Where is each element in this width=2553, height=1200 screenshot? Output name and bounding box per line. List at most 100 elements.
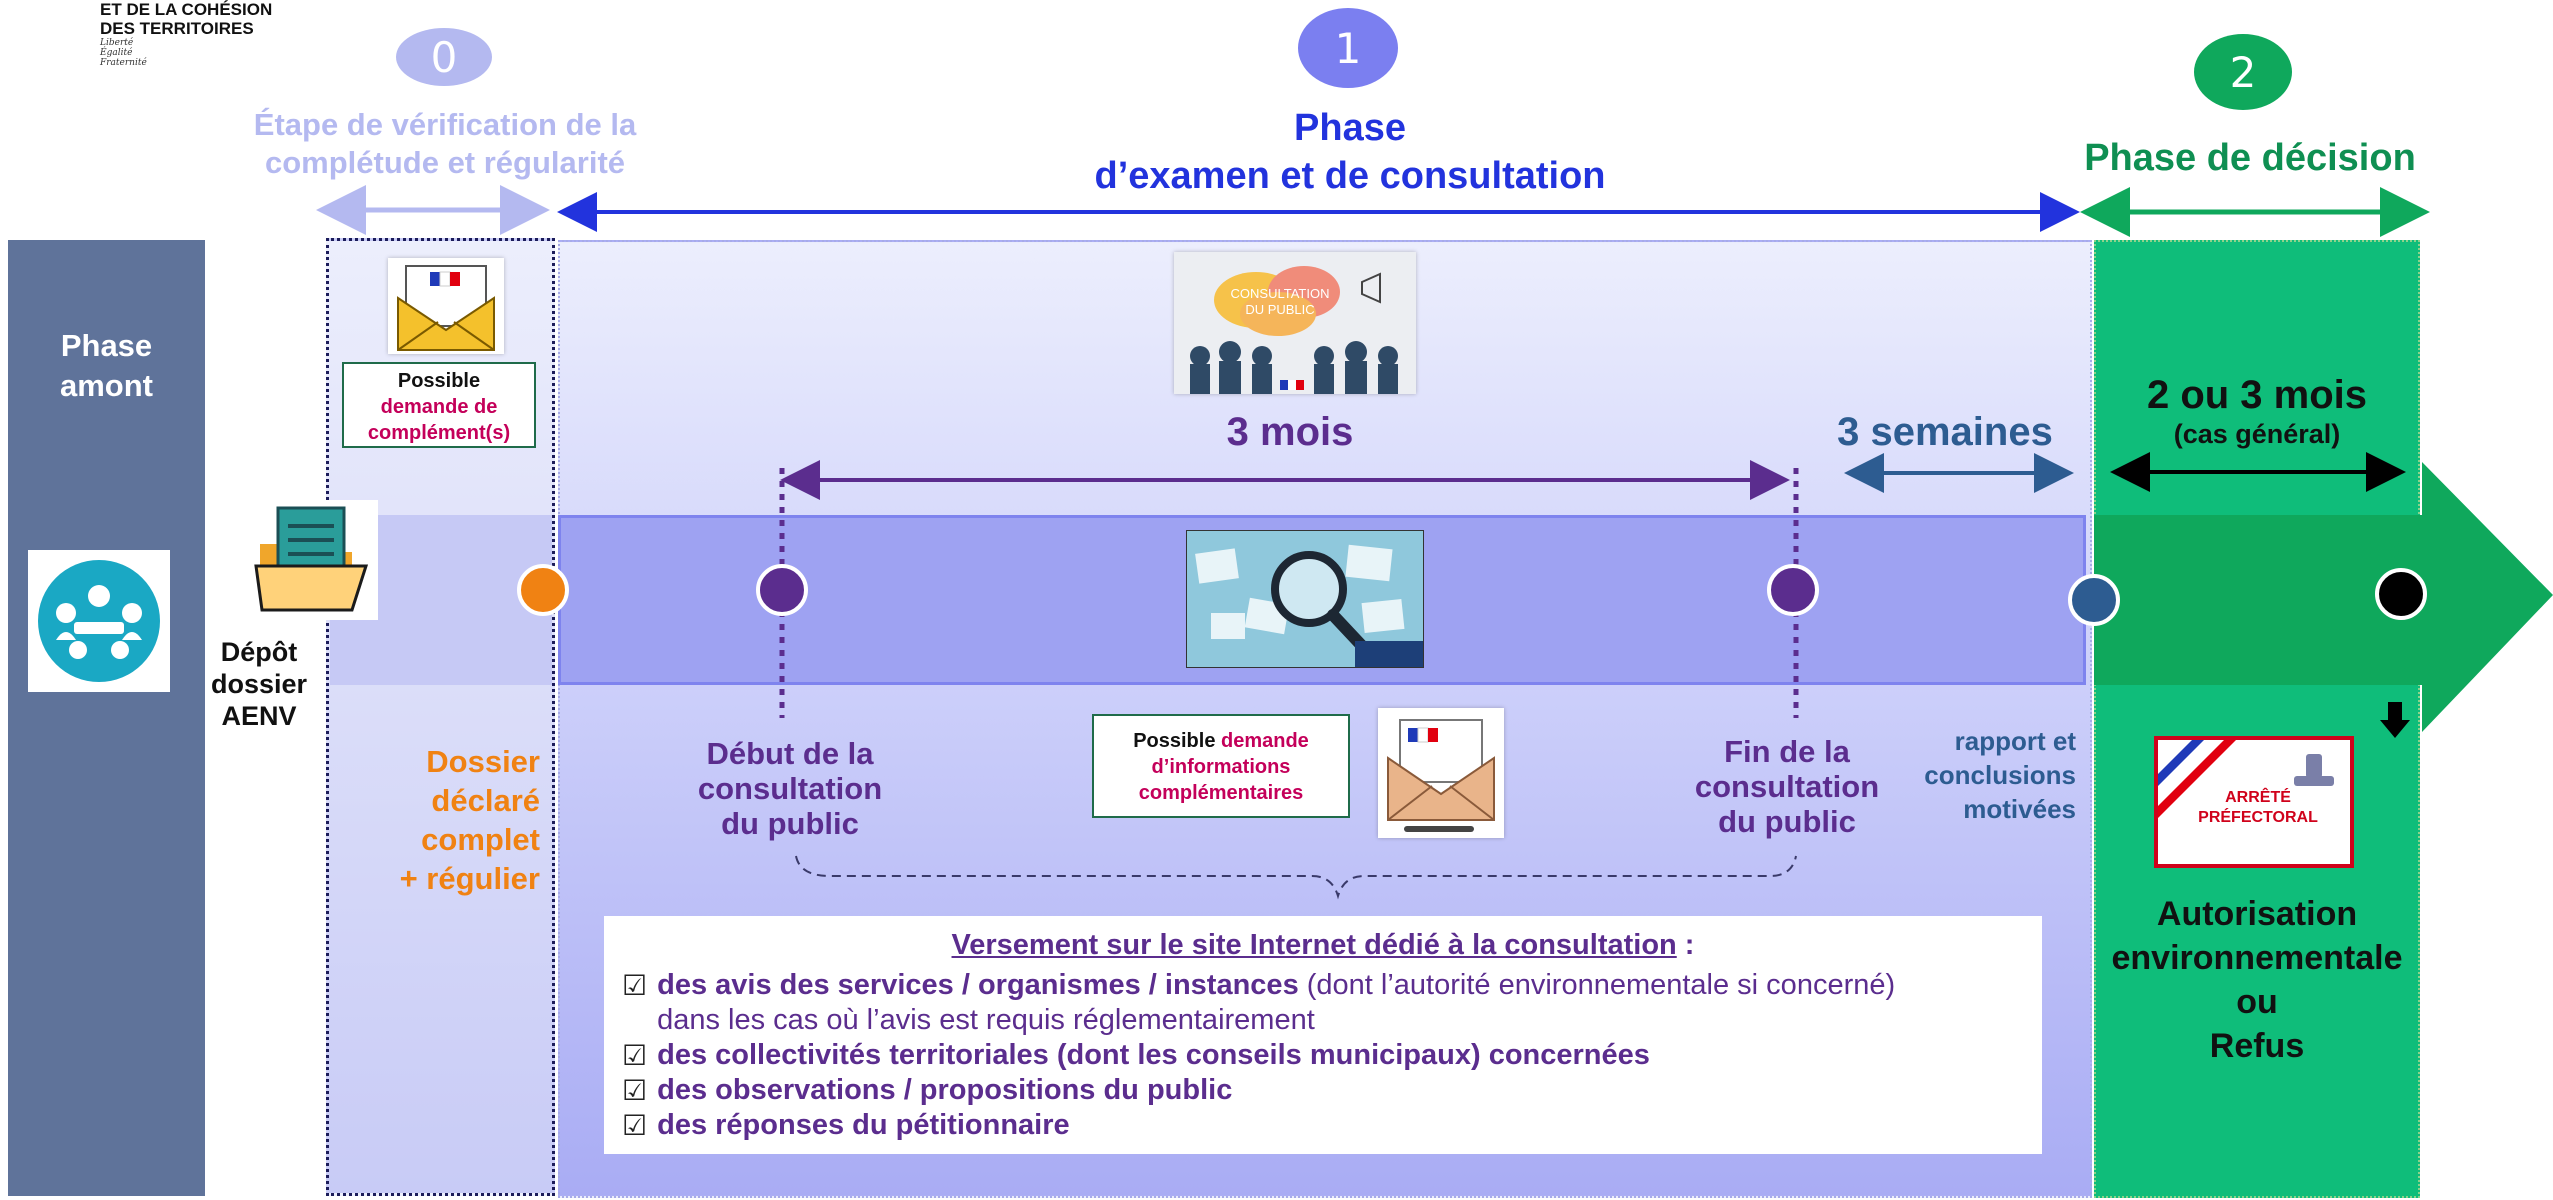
info-request-demand: demande [1221, 730, 1309, 752]
decision-dot [2375, 568, 2427, 620]
info-request-line3: complémentaires [1138, 782, 1304, 804]
info-request-envelope-icon [1378, 708, 1504, 838]
declared-complete-label: Dossier déclaré complet + régulier [360, 742, 540, 898]
report-label-line2: conclusions [1924, 760, 2076, 790]
publication-box: Versement sur le site Internet dédié à l… [604, 916, 2042, 1154]
step0-number-circle: 0 [396, 28, 492, 86]
decision-duration-line2: (cas général) [2173, 419, 2341, 449]
step1-label: Phase d’examen et de consultation [940, 104, 1760, 200]
motto-3: Fraternité [100, 58, 147, 68]
declared-line4: + régulier [399, 861, 540, 896]
meeting-icon [28, 550, 170, 692]
upstream-column [8, 240, 205, 1196]
publication-item-1: ☑ des avis des services / organismes / i… [622, 968, 2024, 1038]
complement-line1: Possible [397, 370, 481, 392]
info-request-line2: d’informations [1151, 756, 1291, 778]
step1-number-circle: 1 [1298, 8, 1398, 88]
motto-2: Égalité [100, 48, 133, 58]
prefectoral-decree-icon: ARRÊTÉ PRÉFECTORAL [2154, 736, 2354, 868]
publication-item-4-bold: des réponses du pétitionnaire [657, 1109, 1070, 1141]
examination-magnifier-picture [1186, 530, 1424, 668]
upstream-label-line2: amont [60, 368, 153, 403]
dashed-brace [795, 855, 1797, 900]
deposit-label-line1: Dépôt [220, 637, 298, 667]
start-consultation-dot [756, 564, 808, 616]
upstream-label: Phase amont [8, 326, 205, 406]
three-weeks-label: 3 semaines [1837, 410, 2053, 454]
checkbox-icon: ☑ [622, 969, 648, 1002]
complement-envelope-icon [388, 258, 504, 354]
end-consultation-label: Fin de la consultation du public [1652, 734, 1922, 839]
ministry-name-line2: DES TERRITOIRES [100, 19, 254, 38]
decree-line2: PRÉFECTORAL [2198, 809, 2318, 826]
checkbox-icon: ☑ [622, 1109, 648, 1142]
decision-line3: ou [2236, 983, 2278, 1021]
decision-outcome-label: Autorisation environnementale ou Refus [2094, 892, 2420, 1068]
report-dot [2068, 574, 2120, 626]
publication-title: Versement sur le site Internet dédié à l… [622, 926, 2024, 964]
step0-label-line1: Étape de vérification de la [253, 107, 637, 142]
step1-label-line1: Phase [1294, 107, 1406, 149]
info-request-box: Possible demande d’informations compléme… [1092, 714, 1350, 818]
deposit-label-line2: dossier [210, 669, 308, 699]
checkbox-icon: ☑ [622, 1039, 648, 1072]
decision-arrow [2094, 462, 2553, 732]
declared-line2: déclaré [431, 783, 540, 818]
publication-item-2: ☑ des collectivités territoriales (dont … [622, 1038, 2024, 1073]
end-label-line1: Fin de la [1724, 734, 1850, 769]
consultation-caption-line1: CONSULTATION [1230, 286, 1330, 301]
end-label-line2: consultation [1694, 769, 1880, 804]
publication-item-1-normal: (dont l’autorité environnementale si con… [1298, 969, 1896, 1001]
info-request-possible: Possible [1133, 730, 1221, 752]
complement-request-box: Possible demande de complément(s) [342, 362, 536, 448]
upstream-label-line1: Phase [60, 328, 153, 363]
step2-label: Phase de décision [2084, 137, 2416, 179]
public-consultation-picture: CONSULTATION DU PUBLIC [1174, 252, 1416, 394]
decision-duration-line1: 2 ou 3 mois [2146, 373, 2368, 417]
motto-1: Liberté [100, 38, 134, 48]
publication-item-1-line2: dans les cas où l’avis est requis réglem… [657, 1004, 1315, 1036]
declared-line1: Dossier [426, 744, 540, 779]
publication-item-3: ☑ des observations / propositions du pub… [622, 1073, 2024, 1108]
end-label-line3: du public [1718, 804, 1856, 839]
publication-item-1-text: des avis des services / organismes / ins… [657, 968, 1895, 1038]
report-label-line3: motivées [1963, 794, 2076, 824]
step0-label: Étape de vérification de la complétude e… [200, 106, 690, 182]
end-consultation-dot [1767, 564, 1819, 616]
publication-item-3-bold: des observations / propositions du publi… [657, 1074, 1233, 1106]
step0-label-line2: complétude et régularité [264, 145, 626, 180]
publication-item-4: ☑ des réponses du pétitionnaire [622, 1108, 2024, 1143]
complement-line2: demande de [380, 396, 498, 418]
decision-line1: Autorisation [2156, 895, 2358, 933]
step2-number-circle: 2 [2194, 34, 2292, 110]
decision-duration-label: 2 ou 3 mois (cas général) [2098, 372, 2416, 450]
ministry-logo: ET DE LA COHÉSION DES TERRITOIRES Libert… [100, 0, 340, 68]
ministry-name-line1: ET DE LA COHÉSION [100, 0, 273, 19]
decree-text: ARRÊTÉ PRÉFECTORAL [2178, 788, 2338, 828]
report-label-line1: rapport et [1954, 726, 2076, 756]
info-request-line1: Possible demande [1094, 728, 1348, 754]
decision-line4: Refus [2209, 1027, 2305, 1065]
complete-dot [517, 564, 569, 616]
report-conclusions-label: rapport et conclusions motivées [1890, 724, 2076, 826]
start-consultation-label: Début de la consultation du public [650, 736, 930, 841]
publication-title-text: Versement sur le site Internet dédié à l… [951, 929, 1677, 961]
publication-item-2-bold: des collectivités territoriales (dont le… [657, 1039, 1650, 1071]
checkbox-icon: ☑ [622, 1074, 648, 1107]
decree-line1: ARRÊTÉ [2225, 789, 2291, 806]
start-label-line2: consultation [697, 771, 883, 806]
three-months-label: 3 mois [1226, 410, 1354, 454]
start-label-line3: du public [721, 806, 859, 841]
start-label-line1: Début de la [706, 736, 874, 771]
decision-line2: environnementale [2111, 939, 2403, 977]
deposit-label: Dépôt dossier AENV [200, 636, 318, 732]
step1-label-line2: d’examen et de consultation [1094, 155, 1606, 197]
deposit-label-line3: AENV [221, 701, 297, 731]
down-arrow-icon [2380, 702, 2410, 738]
step2-column [2094, 240, 2420, 1198]
publication-title-suffix: : [1676, 929, 1695, 961]
declared-line3: complet [421, 822, 540, 857]
consultation-caption-line2: DU PUBLIC [1245, 302, 1315, 317]
complement-line3: complément(s) [367, 422, 511, 444]
publication-item-1-bold: des avis des services / organismes / ins… [657, 969, 1299, 1001]
